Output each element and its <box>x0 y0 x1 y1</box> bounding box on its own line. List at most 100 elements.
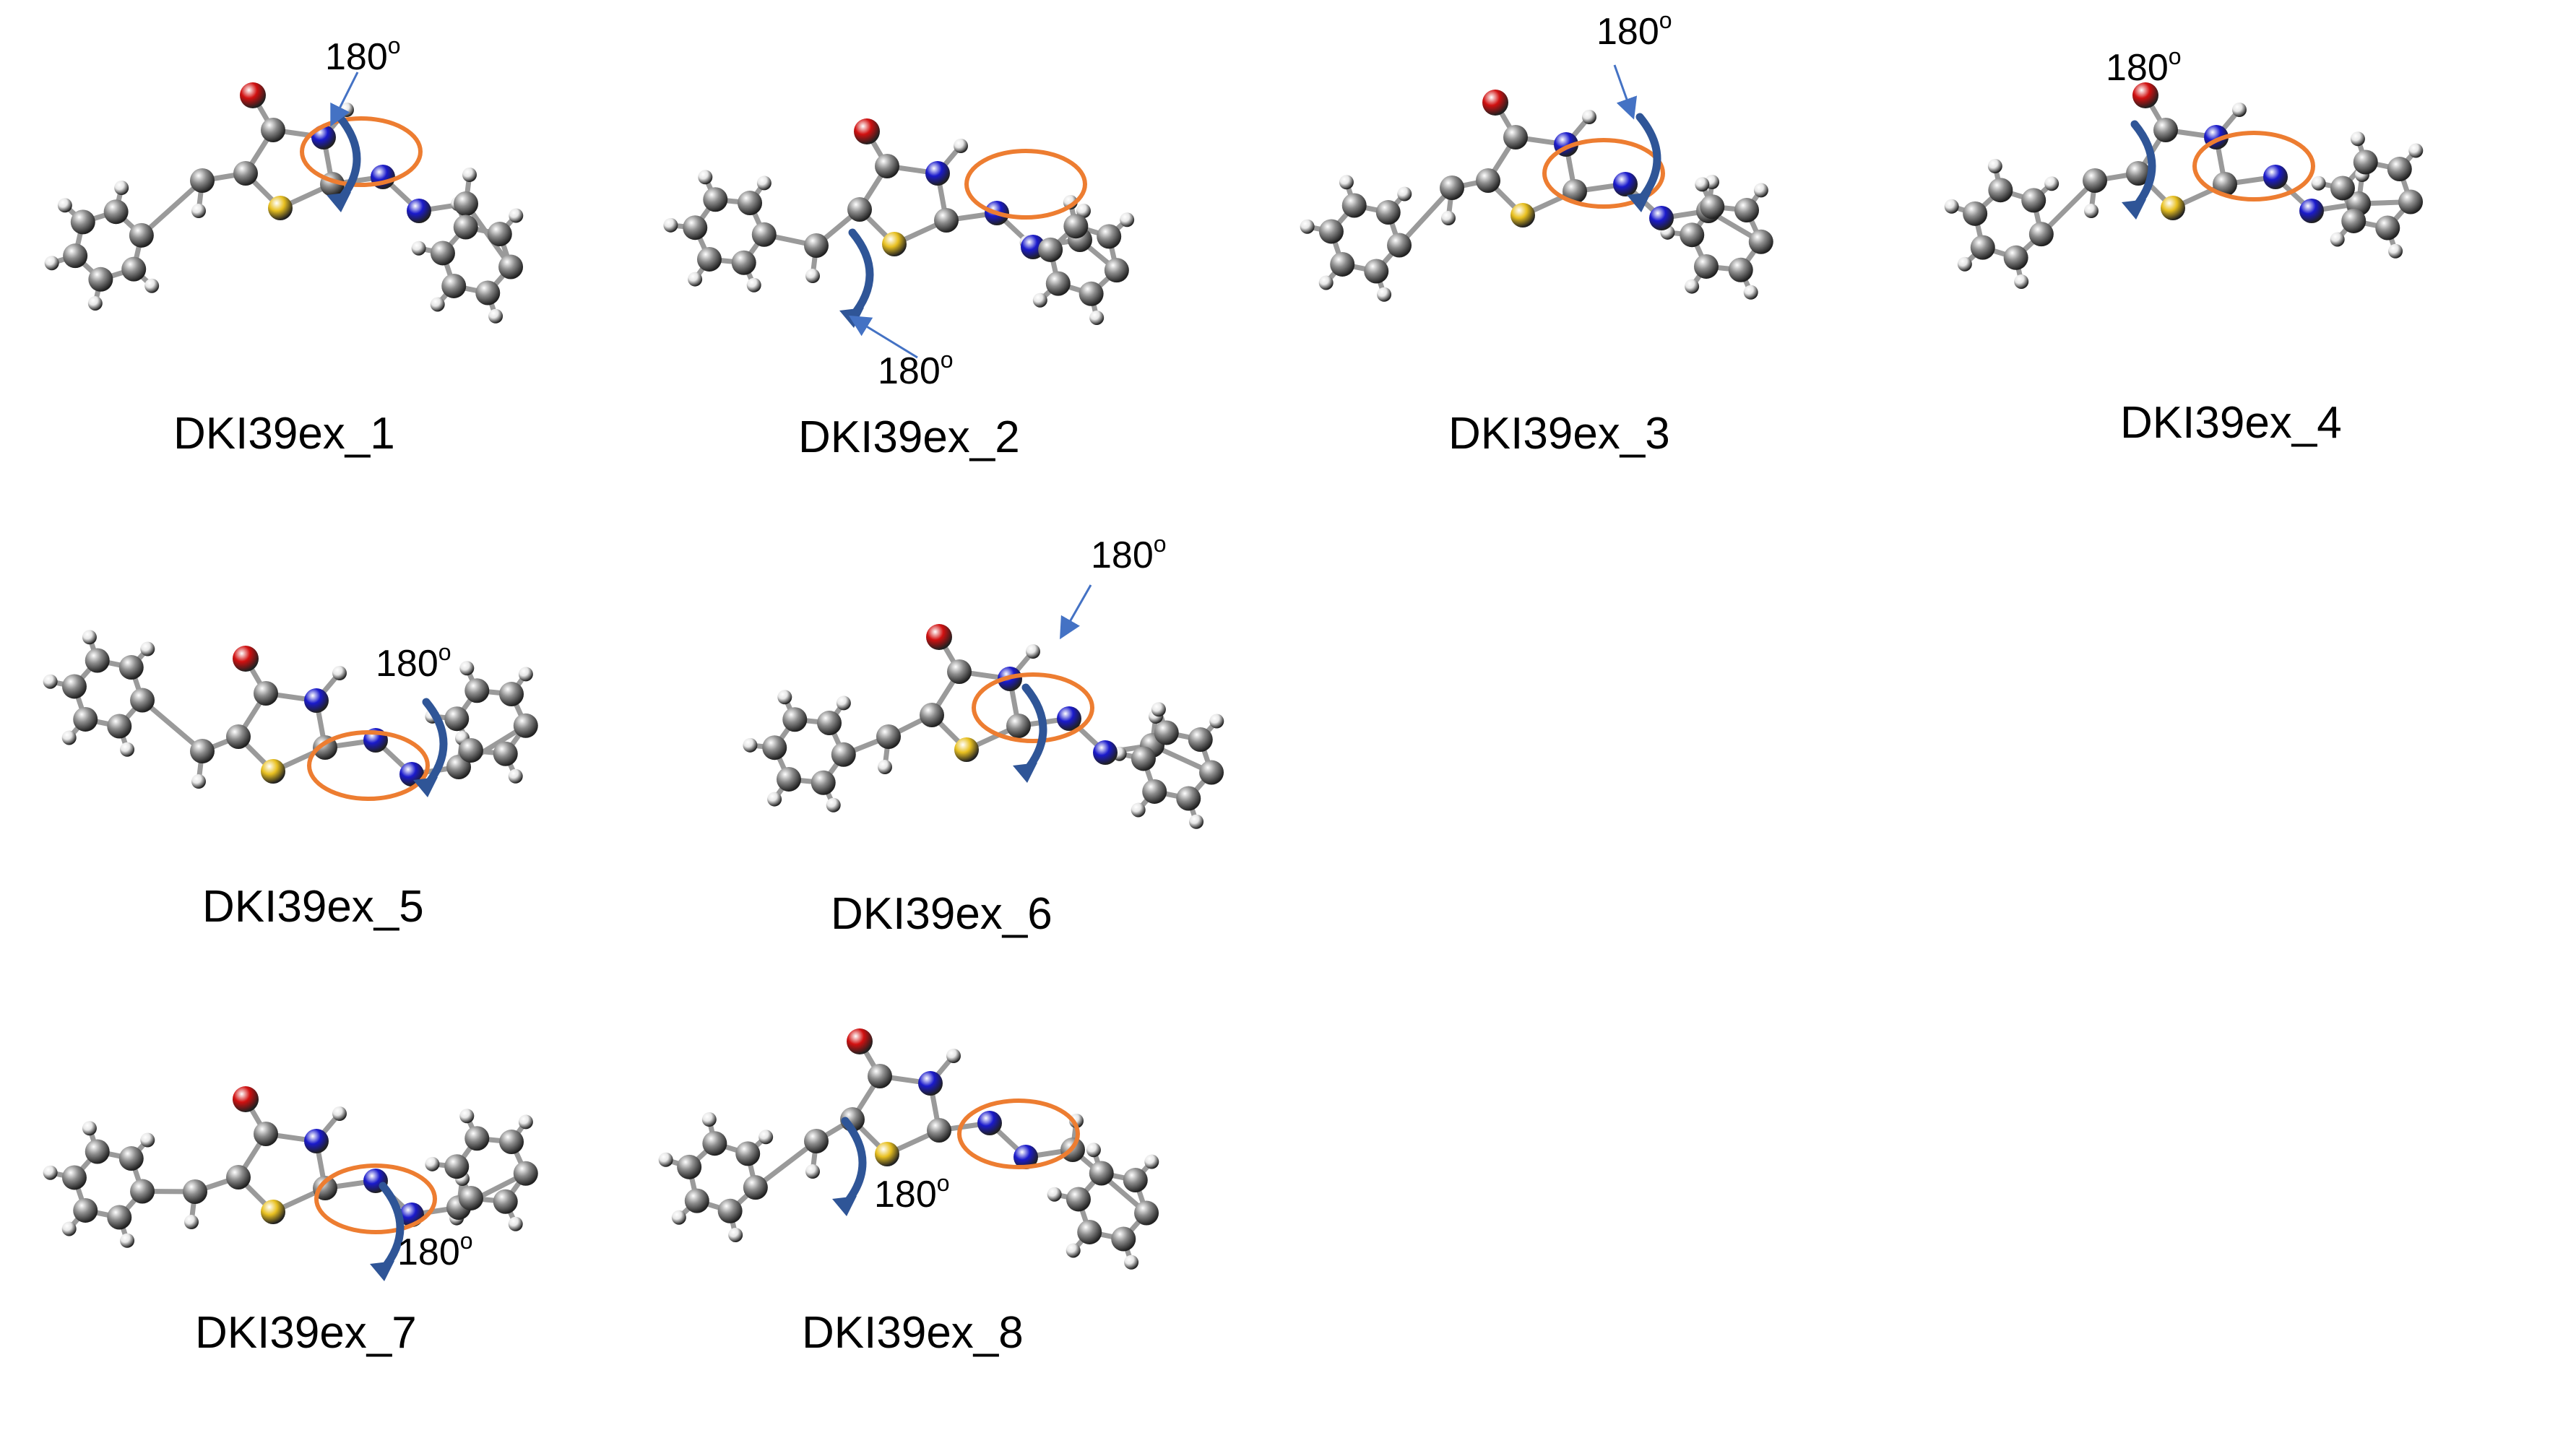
rotation-arrowhead <box>370 1261 394 1281</box>
carbon-atom <box>1700 194 1724 219</box>
carbon-atom <box>493 1190 518 1214</box>
hydrogen-atom <box>43 1166 58 1180</box>
hydrogen-atom <box>1033 293 1047 308</box>
oxygen-atom <box>1482 90 1508 116</box>
carbon-atom <box>459 1186 483 1210</box>
carbon-atom <box>1123 1168 1148 1192</box>
carbon-atom <box>226 724 251 749</box>
carbon-atom <box>927 1118 951 1143</box>
rotation-arrowhead <box>832 1196 857 1216</box>
carbon-atom <box>677 1155 701 1179</box>
atoms <box>43 1086 538 1248</box>
carbon-atom <box>1694 254 1719 279</box>
sulfur-atom <box>261 1200 285 1224</box>
carbon-atom <box>2375 216 2400 240</box>
carbon-atom <box>62 674 87 698</box>
carbon-atom <box>499 1130 524 1154</box>
carbon-atom <box>1046 272 1071 296</box>
hydrogen-atom <box>519 667 533 681</box>
hydrogen-atom <box>747 278 761 292</box>
carbon-atom <box>1038 238 1063 262</box>
atoms <box>45 82 524 324</box>
hydrogen-atom <box>509 769 523 784</box>
sulfur-atom <box>261 759 285 784</box>
nitrogen-atom <box>1613 172 1638 196</box>
panel-dki39ex-3: 180o DKI39ex_3 <box>1271 7 1922 469</box>
hydrogen-atom <box>509 209 523 223</box>
angle-label: 180o <box>325 32 401 79</box>
sulfur-atom <box>2161 196 2185 220</box>
hydrogen-atom <box>1685 280 1699 294</box>
hydrogen-atom <box>1120 212 1134 227</box>
carbon-atom <box>804 233 829 258</box>
rotation-arrowhead <box>839 308 864 328</box>
hydrogen-atom <box>743 738 757 753</box>
carbon-atom <box>1111 1227 1136 1252</box>
hydrogen-atom <box>805 1164 820 1179</box>
rotation-arrowhead <box>327 192 351 212</box>
hydrogen-atom <box>1988 159 2002 173</box>
carbon-atom <box>62 1165 87 1190</box>
carbon-atom <box>868 1064 892 1088</box>
carbon-atom <box>1503 125 1528 150</box>
panel-dki39ex-4: 180o DKI39ex_4 <box>1922 22 2572 484</box>
molecule-structure <box>1922 22 2471 354</box>
carbon-atom <box>1089 1161 1114 1185</box>
hydrogen-atom <box>58 198 72 212</box>
nitrogen-atom <box>2263 165 2288 189</box>
carbon-atom <box>847 197 872 222</box>
carbon-atom <box>782 707 807 732</box>
molecule-structure <box>636 961 1185 1293</box>
carbon-atom <box>441 274 466 298</box>
nitrogen-atom <box>304 1129 329 1153</box>
carbon-atom <box>1079 282 1104 306</box>
hydrogen-atom <box>519 1114 533 1129</box>
oxygen-atom <box>233 1086 259 1112</box>
panel-dki39ex-8: 180o DKI39ex_8 <box>636 961 1286 1423</box>
sulfur-atom <box>875 1142 899 1166</box>
hydrogen-atom <box>62 1221 77 1236</box>
hydrogen-atom <box>1047 1187 1062 1202</box>
panel-dki39ex-6: 180o DKI39ex_6 <box>715 520 1365 982</box>
hydrogen-atom <box>659 1153 673 1167</box>
hydrogen-atom <box>509 1217 523 1231</box>
carbon-atom <box>1097 224 1121 248</box>
carbon-atom <box>1749 230 1773 254</box>
hydrogen-atom <box>2084 204 2099 218</box>
molecule-structure <box>636 29 1185 361</box>
carbon-atom <box>743 1175 768 1200</box>
carbon-atom <box>831 742 856 767</box>
panel-dki39ex-1: 180o DKI39ex_1 <box>29 29 679 491</box>
carbon-atom <box>1188 727 1213 752</box>
hydrogen-atom <box>459 661 474 675</box>
hydrogen-atom <box>837 696 851 710</box>
carbon-atom <box>1077 1220 1102 1244</box>
panel-label: DKI39ex_7 <box>195 1307 417 1358</box>
hydrogen-atom <box>462 168 477 182</box>
nitrogen-atom <box>918 1071 943 1096</box>
molecule-structure <box>29 29 578 361</box>
carbon-atom <box>1364 259 1388 284</box>
carbon-atom <box>2341 209 2366 233</box>
hydrogen-atom <box>777 690 792 704</box>
nitrogen-atom <box>1093 740 1118 765</box>
angle-label: 180o <box>376 639 451 685</box>
carbon-atom <box>2354 150 2378 174</box>
hydrogen-atom <box>140 1133 155 1148</box>
carbon-atom <box>752 222 777 247</box>
hydrogen-atom <box>688 272 702 287</box>
rotation-arrowhead <box>2122 199 2146 220</box>
molecule-structure <box>715 520 1264 852</box>
carbon-atom <box>183 1179 207 1204</box>
hydrogen-atom <box>757 176 771 190</box>
hydrogen-atom <box>45 256 59 270</box>
hydrogen-atom <box>702 1112 717 1127</box>
hydrogen-atom <box>82 1121 97 1135</box>
panel-label: DKI39ex_1 <box>173 408 395 459</box>
carbon-atom <box>2398 190 2423 214</box>
carbon-atom <box>1006 714 1031 738</box>
hydrogen-atom <box>2351 131 2365 146</box>
hydrogen-atom <box>114 181 129 195</box>
atoms <box>1945 82 2424 289</box>
carbon-atom <box>85 1139 110 1164</box>
